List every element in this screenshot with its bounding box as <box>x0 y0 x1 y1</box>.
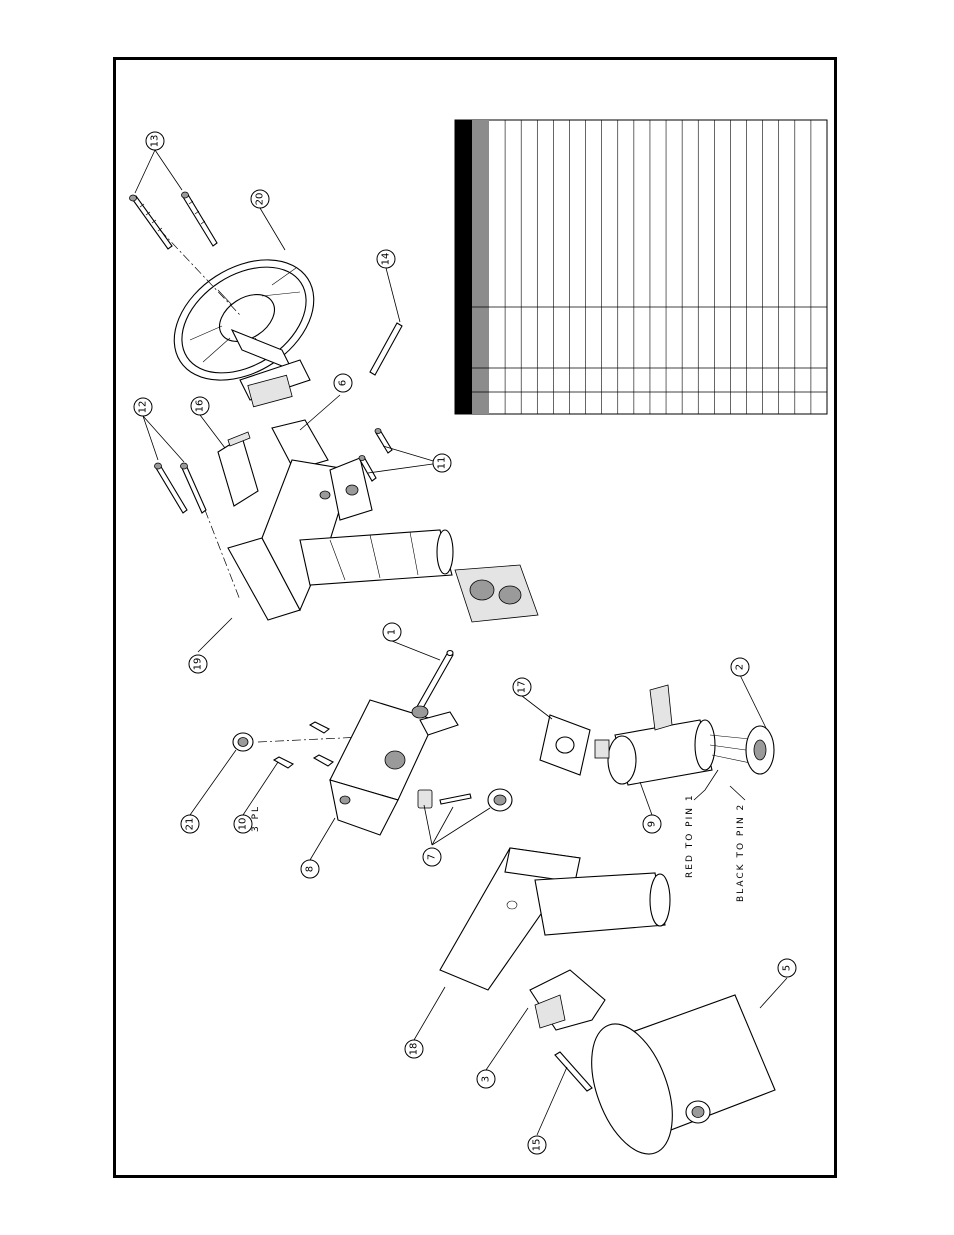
balloon-item-14: 14 <box>376 249 396 269</box>
balloon-item-18: 18 <box>404 1039 424 1059</box>
part-16-plate <box>217 431 259 507</box>
balloon-label: 6 <box>338 380 349 386</box>
table-title-band <box>455 120 472 414</box>
part-7-components <box>417 788 513 812</box>
table-header-band <box>472 120 489 414</box>
note-qty-10: 3 PL <box>251 805 261 832</box>
balloon-label: 3 <box>481 1076 492 1082</box>
part-17-gasket <box>539 714 591 776</box>
part-6-bracket <box>271 419 329 471</box>
part-15-pin <box>554 1051 593 1092</box>
balloon-label: 14 <box>381 253 392 266</box>
drawing-border <box>113 57 837 1178</box>
balloon-item-3: 3 <box>476 1069 496 1089</box>
item-balloons: 13 12 16 20 14 6 11 19 1 21 10 8 7 17 2 9 18 3 15 5 <box>133 131 797 1155</box>
balloon-item-5: 5 <box>777 958 797 978</box>
balloon-item-15: 15 <box>527 1135 547 1155</box>
parts-table <box>454 119 828 415</box>
balloon-label: 2 <box>735 664 746 670</box>
balloon-label: 9 <box>647 821 658 827</box>
balloon-label: 20 <box>255 193 266 206</box>
part-19-housing <box>227 457 454 621</box>
balloon-item-17: 17 <box>512 677 532 697</box>
balloon-item-19: 19 <box>188 654 208 674</box>
balloon-item-20: 20 <box>250 189 270 209</box>
balloon-label: 5 <box>782 965 793 971</box>
balloon-item-7: 7 <box>422 847 442 867</box>
part-13-screws <box>129 191 218 250</box>
balloon-item-2: 2 <box>730 657 750 677</box>
balloon-label: 1 <box>387 629 398 635</box>
balloon-item-12: 12 <box>133 397 153 417</box>
part-21-knob <box>232 732 254 752</box>
balloon-label: 21 <box>185 818 196 831</box>
part-1-probe <box>413 649 454 716</box>
balloon-label: 8 <box>305 866 316 872</box>
balloon-item-13: 13 <box>145 131 165 151</box>
part-12-screws <box>154 462 207 514</box>
balloon-label: 15 <box>532 1139 543 1152</box>
balloon-label: 19 <box>193 658 204 671</box>
balloon-label: 17 <box>517 681 528 694</box>
balloon-item-21: 21 <box>180 814 200 834</box>
part-8-valve-block <box>329 699 459 836</box>
part-9-motor <box>594 719 761 786</box>
note-wire-red: RED TO PIN 1 <box>685 793 695 878</box>
balloon-label: 7 <box>427 854 438 860</box>
balloon-item-6: 6 <box>333 373 353 393</box>
balloon-label: 18 <box>409 1043 420 1056</box>
balloon-item-16: 16 <box>190 396 210 416</box>
balloon-label: 10 <box>238 818 249 831</box>
part-18-bracket <box>439 847 671 991</box>
part-14-pin <box>369 322 403 376</box>
part-2-connector <box>649 684 775 775</box>
balloon-item-9: 9 <box>642 814 662 834</box>
part-5-roller <box>591 994 776 1155</box>
balloon-item-8: 8 <box>300 859 320 879</box>
balloon-item-11: 11 <box>432 453 452 473</box>
part-20-flange <box>173 259 315 408</box>
leader-lines <box>134 149 788 1136</box>
balloon-label: 16 <box>195 400 206 413</box>
balloon-label: 12 <box>138 401 149 414</box>
part-3-clip <box>529 969 606 1031</box>
balloon-label: 13 <box>150 135 161 148</box>
balloon-item-10: 10 <box>233 814 253 834</box>
note-wire-black: BLACK TO PIN 2 <box>736 803 746 902</box>
balloon-label: 11 <box>437 457 448 470</box>
balloon-item-1: 1 <box>382 622 402 642</box>
part-foot <box>454 564 539 623</box>
